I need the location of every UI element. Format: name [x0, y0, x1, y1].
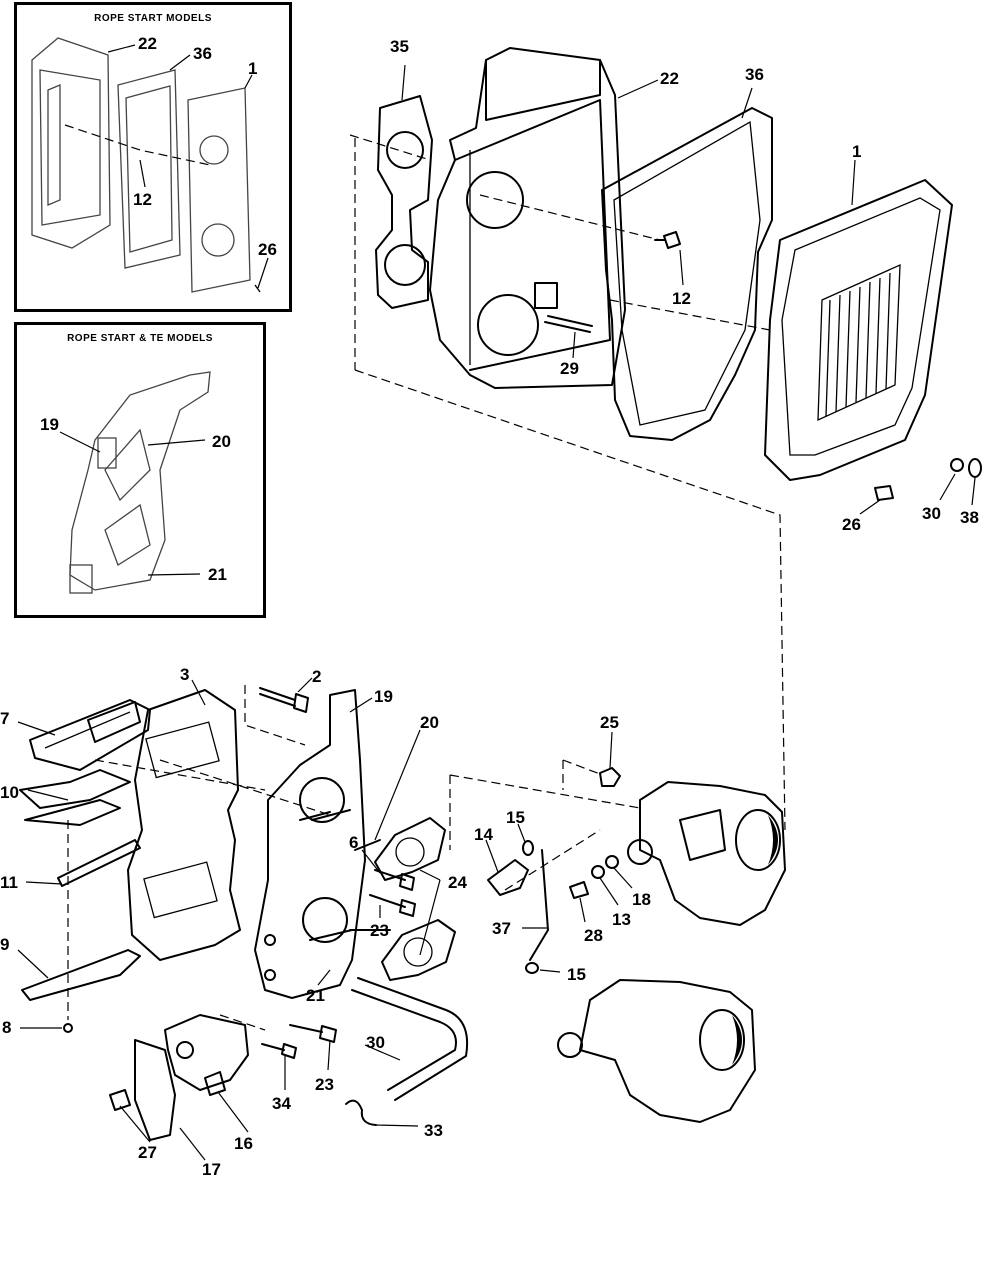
callout-22: 22: [138, 34, 157, 53]
inset-title: ROPE START MODELS: [94, 13, 212, 24]
callout-29: 29: [560, 359, 579, 378]
bracket-14: [487, 859, 529, 896]
callout-15: 15: [506, 808, 525, 827]
callout-30: 30: [366, 1033, 385, 1052]
callout-2: 2: [312, 667, 321, 686]
callout-1: 1: [248, 59, 257, 78]
inset-title: ROPE START & TE MODELS: [67, 333, 213, 344]
callout-25: 25: [600, 713, 619, 732]
inset-top-artwork: [31, 37, 261, 293]
gasket-24-upper: [374, 817, 446, 881]
callout-28: 28: [584, 926, 603, 945]
callout-36: 36: [745, 65, 764, 84]
callout-1: 1: [852, 142, 861, 161]
carburetor-upper: [627, 781, 786, 926]
callout-17: 17: [202, 1160, 221, 1179]
callout-13: 13: [612, 910, 631, 929]
callout-16: 16: [234, 1134, 253, 1153]
callout-33: 33: [424, 1121, 443, 1140]
callout-27: 27: [138, 1143, 157, 1162]
callout-23: 23: [370, 921, 389, 940]
clip-33: [345, 1099, 377, 1126]
callout-12: 12: [133, 190, 152, 209]
housing-22: [429, 47, 626, 389]
callout-7: 7: [0, 709, 9, 728]
callout-3: 3: [180, 665, 189, 684]
callout-22: 22: [660, 69, 679, 88]
cover-grille: [817, 263, 901, 422]
callout-15: 15: [567, 965, 586, 984]
intake-manifold-19: [254, 689, 366, 999]
callout-23: 23: [315, 1075, 334, 1094]
callout-30: 30: [922, 504, 941, 523]
callout-34: 34: [272, 1094, 291, 1113]
callout-26: 26: [842, 515, 861, 534]
pump-cover-17: [134, 1039, 176, 1141]
callout-10: 10: [0, 783, 19, 802]
plate-9: [21, 949, 141, 1001]
callout-35: 35: [390, 37, 409, 56]
callout-18: 18: [632, 890, 651, 909]
callout-19: 19: [40, 415, 59, 434]
callout-37: 37: [492, 919, 511, 938]
callout-12: 12: [672, 289, 691, 308]
callout-6: 6: [349, 833, 358, 852]
callout-20: 20: [420, 713, 439, 732]
callout-21: 21: [208, 565, 227, 584]
callout-8: 8: [2, 1018, 11, 1037]
gasket-24-lower: [381, 919, 456, 981]
callout-14: 14: [474, 825, 493, 844]
inset-rope-start-te-models: ROPE START & TE MODELS: [14, 322, 266, 618]
gasket-3: [127, 689, 241, 961]
reed-plate-7: [29, 699, 151, 771]
callout-11: 11: [0, 873, 18, 892]
link-37: [529, 849, 549, 961]
callout-38: 38: [960, 508, 979, 527]
callout-24: 24: [448, 873, 467, 892]
callout-26: 26: [258, 240, 277, 259]
callout-36: 36: [193, 44, 212, 63]
callout-21: 21: [306, 986, 325, 1005]
reeds-10: [19, 769, 131, 826]
gasket-36: [601, 107, 773, 441]
callout-9: 9: [0, 935, 9, 954]
callout-20: 20: [212, 432, 231, 451]
hose-30: [351, 989, 457, 1091]
callout-19: 19: [374, 687, 393, 706]
bolt-2: [259, 687, 309, 713]
inset-middle-artwork: [69, 371, 211, 594]
fuel-pump-16: [164, 1014, 249, 1096]
gasket-35: [375, 95, 433, 309]
carburetor-lower: [557, 979, 756, 1123]
cover-1: [764, 179, 953, 481]
